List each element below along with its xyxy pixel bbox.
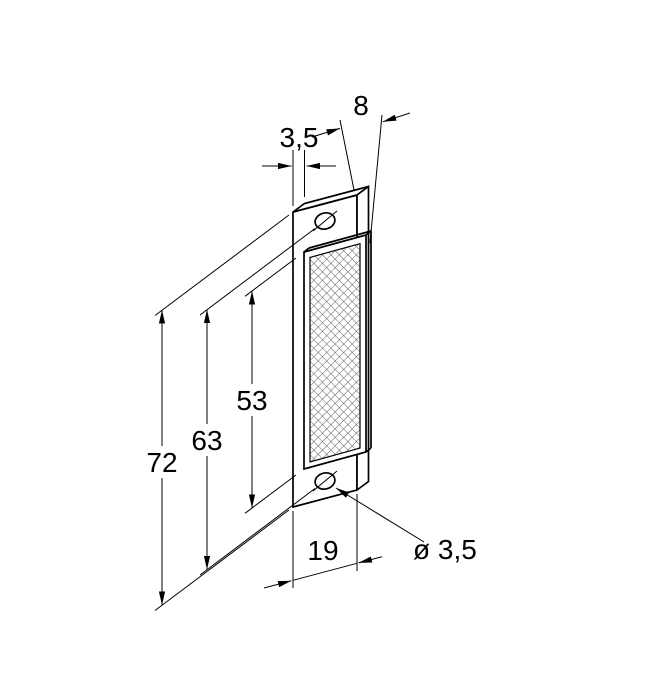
dim-hole-spacing-63: 63 bbox=[187, 228, 316, 576]
bottom-hole-circle-icon bbox=[314, 472, 336, 490]
dim-width-19: 19 bbox=[263, 494, 383, 589]
dim-reflector-ext-top bbox=[244, 257, 297, 297]
dim-thickness-label: 3,5 bbox=[280, 122, 319, 153]
dim-reflector-label: 53 bbox=[236, 385, 267, 416]
dim-thickness-3-5: 3,5 bbox=[262, 122, 336, 206]
dim-height-label: 72 bbox=[146, 447, 177, 478]
dim-width-arrow-right bbox=[358, 556, 383, 564]
bottom-mounting-hole bbox=[312, 470, 338, 492]
top-mounting-hole bbox=[312, 210, 338, 232]
dim-height-72: 72 bbox=[142, 214, 290, 611]
dim-reflector-label-bg bbox=[232, 384, 272, 416]
dim-height-ext-top bbox=[154, 214, 290, 316]
dim-width-line bbox=[292, 562, 358, 581]
dim-depth-label: 8 bbox=[353, 90, 369, 121]
dim-reflector-ext-bottom bbox=[244, 474, 297, 514]
dim-width-arrow-left bbox=[263, 580, 292, 589]
reflector-surface-crosshatch bbox=[309, 242, 361, 463]
bottom-hole-slash-icon bbox=[312, 470, 338, 492]
dim-width-label: 19 bbox=[307, 535, 338, 566]
dim-spacing-ext-top bbox=[199, 228, 316, 316]
dim-spacing-label-bg bbox=[187, 424, 227, 456]
dim-diameter-label: ø 3,5 bbox=[413, 534, 477, 565]
dim-depth-ext-right bbox=[369, 114, 383, 244]
top-hole-circle-icon bbox=[314, 212, 336, 230]
dim-height-label-bg bbox=[142, 446, 182, 478]
reflector-body bbox=[303, 229, 372, 471]
dim-depth-8: 8 bbox=[311, 90, 411, 244]
dim-depth-arrow-right bbox=[382, 112, 411, 123]
dim-depth-arrow-left bbox=[311, 127, 341, 138]
dim-depth-ext-left bbox=[339, 119, 355, 191]
dim-diameter-leader bbox=[335, 487, 425, 543]
dim-spacing-label: 63 bbox=[191, 425, 222, 456]
dim-height-ext-bottom bbox=[154, 509, 290, 611]
dim-hole-diameter: ø 3,5 bbox=[335, 487, 477, 565]
dim-reflector-height-53: 53 bbox=[232, 257, 297, 514]
top-hole-slash-icon bbox=[312, 210, 338, 232]
dim-spacing-ext-bottom bbox=[199, 488, 316, 576]
